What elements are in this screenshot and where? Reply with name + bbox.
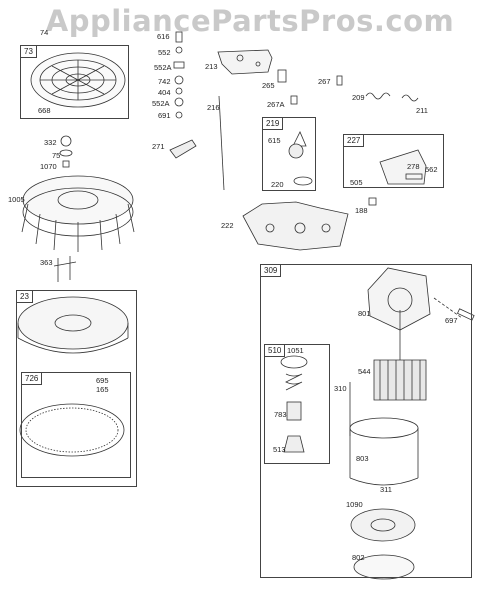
- link-rod-216: [218, 95, 225, 191]
- box-510: 510: [264, 344, 330, 464]
- bolts-363: [53, 256, 77, 282]
- part-number-783: 783: [274, 410, 287, 419]
- part-number-1051: 1051: [287, 346, 304, 355]
- brush-plate-311-drawing: [350, 508, 416, 542]
- part-number-75: 75: [52, 151, 61, 160]
- part-number-211: 211: [416, 106, 428, 115]
- part-number-363: 363: [40, 258, 53, 267]
- part-number-562: 562: [425, 165, 438, 174]
- part-267-drawing: [336, 75, 343, 86]
- spring-drawing: [285, 373, 303, 391]
- box-label-309: 309: [260, 264, 282, 277]
- part-267a-drawing: [290, 95, 298, 105]
- key-1070: [62, 160, 70, 168]
- end-plate-802-drawing: [353, 554, 415, 580]
- gear-783-drawing: [286, 401, 302, 421]
- box-label-510: 510: [264, 344, 286, 357]
- part-number-213: 213: [205, 62, 218, 71]
- flywheel-fan-drawing: [21, 175, 135, 252]
- part-number-267: 267: [318, 77, 331, 86]
- part-number-552a: 552A: [154, 63, 172, 72]
- flywheel-23-drawing: [17, 296, 129, 354]
- part-number-1005: 1005: [8, 195, 25, 204]
- part-number-1070: 1070: [40, 162, 57, 171]
- part-number-513: 513: [273, 445, 286, 454]
- box-309: 309: [260, 264, 472, 578]
- box-label-726: 726: [21, 372, 43, 385]
- part-number-695: 695: [96, 376, 109, 385]
- part-number-188: 188: [355, 206, 368, 215]
- part-number-271: 271: [152, 142, 165, 151]
- part-number-278: 278: [407, 162, 420, 171]
- box-219: 219: [262, 117, 316, 191]
- box-227: 227: [343, 134, 444, 188]
- part-number-803: 803: [356, 454, 369, 463]
- part-number-697: 697: [445, 316, 458, 325]
- part-265-drawing: [277, 69, 287, 83]
- lever-271: [169, 139, 197, 159]
- nut-332: [60, 135, 72, 147]
- part-number-505: 505: [350, 178, 363, 187]
- part-number-209: 209: [352, 93, 365, 102]
- watermark: AppliancePartsPros.com: [45, 4, 455, 38]
- part-number-220: 220: [271, 180, 284, 189]
- part-number-552a-second: 552A: [152, 99, 170, 108]
- box-726: 726: [21, 372, 131, 478]
- starter-end-cap-801: [367, 267, 431, 331]
- part-188-drawing: [368, 197, 377, 206]
- blower-housing-cover-drawing: [30, 52, 126, 108]
- part-227-drawing: [379, 149, 427, 185]
- part-number-668: 668: [38, 106, 51, 115]
- part-number-332: 332: [44, 138, 57, 147]
- part-number-165: 165: [96, 385, 109, 394]
- armature-544-drawing: [373, 310, 427, 401]
- part-number-310: 310: [334, 384, 347, 393]
- box-label-219: 219: [262, 117, 284, 130]
- part-number-616: 616: [157, 32, 170, 41]
- part-number-801: 801: [358, 309, 371, 318]
- spring-211: [401, 94, 419, 102]
- governor-bracket-drawing: [217, 49, 273, 75]
- part-number-552: 552: [158, 48, 171, 57]
- box-73: 73: [20, 45, 129, 119]
- washer-75: [59, 149, 73, 157]
- part-number-802: 802: [352, 553, 365, 562]
- box-label-23: 23: [16, 290, 33, 303]
- part-number-404: 404: [158, 88, 171, 97]
- box-label-227: 227: [343, 134, 365, 147]
- part-number-265: 265: [262, 81, 275, 90]
- cap-1051-drawing: [280, 355, 308, 369]
- part-number-216: 216: [207, 103, 220, 112]
- part-number-311: 311: [380, 485, 392, 494]
- part-220-drawing: [293, 176, 313, 186]
- box-23: 23: [16, 290, 137, 487]
- part-number-742: 742: [158, 77, 171, 86]
- starter-housing-803-drawing: [349, 417, 419, 486]
- part-number-544: 544: [358, 367, 371, 376]
- part-number-222: 222: [221, 221, 234, 230]
- box-label-73: 73: [20, 45, 37, 58]
- part-number-1090: 1090: [346, 500, 363, 509]
- part-number-615: 615: [268, 136, 281, 145]
- part-number-691: 691: [158, 111, 171, 120]
- ring-gear-726-drawing: [19, 403, 125, 457]
- part-number-74: 74: [40, 28, 49, 37]
- bolt-697-drawing: [456, 308, 475, 321]
- part-number-267a: 267A: [267, 100, 285, 109]
- spring-209: [365, 92, 391, 100]
- drive-513-drawing: [283, 435, 305, 453]
- screws-and-washers-drawing: [173, 31, 185, 119]
